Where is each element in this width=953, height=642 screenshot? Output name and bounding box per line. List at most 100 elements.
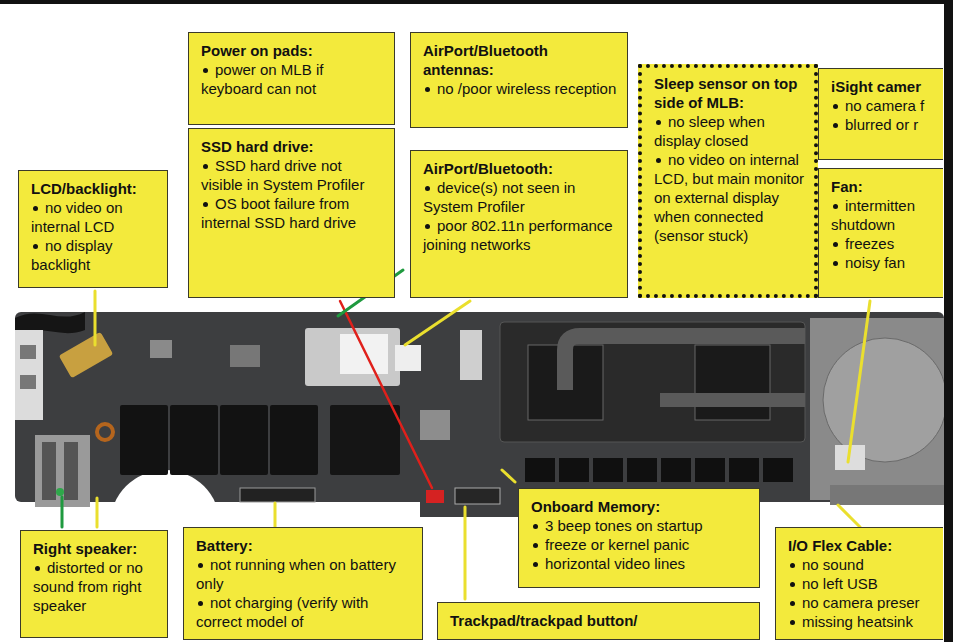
logic-board — [97, 424, 113, 440]
bullet-dot — [425, 186, 430, 191]
bullet-dot — [833, 104, 838, 109]
leader-line — [502, 470, 515, 482]
logic-board — [120, 405, 168, 475]
leader-line — [838, 505, 860, 527]
logic-board — [220, 405, 268, 475]
heatsink — [500, 322, 805, 442]
leader-line — [94, 291, 97, 345]
bullet-dot — [198, 601, 203, 606]
logic-board — [15, 312, 944, 502]
leader-line — [61, 497, 64, 527]
bullet-row: 3 beep tones on startup — [531, 516, 751, 535]
bullet-dot — [833, 242, 838, 247]
logic-board — [420, 410, 450, 440]
bullet-dot — [833, 261, 838, 266]
logic-board — [455, 488, 500, 504]
bullet-row: no sound — [788, 555, 935, 574]
bullet-dot — [533, 543, 538, 548]
bullet-row: no video on internal LCD, but main monit… — [654, 150, 806, 245]
leader-line — [848, 301, 870, 462]
bullet-dot — [425, 224, 430, 229]
bullet-row: noisy fan — [831, 253, 935, 272]
logic-board — [59, 332, 114, 379]
bullet-dot — [198, 563, 203, 568]
leader-line — [340, 301, 432, 488]
bullet-text: missing heatsink — [802, 613, 913, 630]
logic-board — [305, 328, 400, 386]
memory-chips — [525, 458, 555, 482]
bullet-row: SSD hard drive not visible in System Pro… — [201, 156, 386, 194]
callout-heading: Battery: — [196, 536, 414, 555]
logic-board — [330, 405, 400, 475]
callout-heading: Onboard Memory: — [531, 497, 751, 516]
bullet-dot — [203, 164, 208, 169]
bullet-text: SSD hard drive not visible in System Pro… — [201, 157, 364, 193]
bullet-text: no camera f — [845, 97, 924, 114]
logic-board — [270, 405, 318, 475]
bullet-row: no left USB — [788, 574, 935, 593]
callout-heading: Fan: — [831, 177, 935, 196]
callout-box: Battery:not running when on battery only… — [183, 527, 423, 640]
bullet-text: 3 beep tones on startup — [545, 517, 703, 534]
callout-heading: SSD hard drive: — [201, 137, 386, 156]
callout-box: AirPort/Bluetooth:device(s) not seen in … — [410, 150, 628, 298]
bullet-row: no sleep when display closed — [654, 112, 806, 150]
frame-edge — [944, 0, 953, 642]
memory-chips — [593, 458, 623, 482]
callout-heading: Sleep sensor on top side of MLB: — [654, 74, 806, 112]
bullet-row: intermitten shutdown — [831, 196, 935, 234]
leader-line — [405, 301, 470, 345]
callout-box: LCD/backlight:no video on internal LCDno… — [18, 170, 168, 288]
logic-board — [56, 488, 64, 496]
leader-line — [464, 507, 467, 599]
bullet-row: freezes — [831, 234, 935, 253]
bullet-text: power on MLB if keyboard can not — [201, 61, 323, 97]
bullet-dot — [656, 120, 661, 125]
callout-heading: Right speaker: — [33, 539, 159, 558]
logic-board — [64, 442, 78, 500]
bullet-text: distorted or no sound from right speaker — [33, 559, 143, 614]
bullet-text: blurred or r — [845, 116, 918, 133]
bullet-dot — [33, 206, 38, 211]
logic-board — [426, 490, 444, 503]
bullet-dot — [790, 620, 795, 625]
callout-box: iSight camerno camera f blurred or r — [818, 68, 943, 160]
heatsink — [660, 393, 805, 407]
bullet-dot — [533, 524, 538, 529]
callout-box: Trackpad/trackpad button/ — [437, 602, 760, 640]
leader-line — [96, 498, 99, 527]
logic-board — [460, 330, 482, 380]
callout-heading: Power on pads: — [201, 41, 386, 60]
logic-board — [230, 345, 260, 367]
bullet-row: device(s) not seen in System Profiler — [423, 178, 619, 216]
logic-board — [340, 334, 388, 374]
callout-heading: I/O Flex Cable: — [788, 536, 935, 555]
bullet-text: no camera preser — [802, 594, 920, 611]
bullet-dot — [203, 68, 208, 73]
callout-box: Sleep sensor on top side of MLB:no sleep… — [638, 64, 818, 298]
bullet-dot — [425, 87, 430, 92]
logic-board — [20, 375, 36, 389]
fan — [810, 318, 947, 505]
callout-heading: iSight camer — [831, 77, 935, 96]
frame-edge — [0, 0, 953, 4]
heatsink — [500, 322, 805, 442]
bullet-text: noisy fan — [845, 254, 905, 271]
bullet-row: no camera preser — [788, 593, 935, 612]
callout-box: SSD hard drive:SSD hard drive not visibl… — [188, 128, 395, 298]
bullet-text: not charging (verify with correct model … — [196, 594, 368, 630]
bullet-row: no video on internal LCD — [31, 198, 159, 236]
bullet-text: no video on internal LCD, but main monit… — [654, 151, 804, 244]
callout-box: Fan:intermitten shutdownfreezesnoisy fan — [818, 168, 943, 298]
bullet-row: no display backlight — [31, 236, 159, 274]
bullet-dot — [533, 562, 538, 567]
memory-chips — [627, 458, 657, 482]
bullet-text: OS boot failure from internal SSD hard d… — [201, 195, 356, 231]
bullet-row: no camera f — [831, 96, 935, 115]
logic-board — [170, 405, 218, 475]
bullet-text: intermitten shutdown — [831, 197, 915, 233]
bullet-dot — [790, 563, 795, 568]
leader-line — [274, 503, 277, 527]
memory-chips — [729, 458, 759, 482]
logic-board — [42, 442, 56, 500]
